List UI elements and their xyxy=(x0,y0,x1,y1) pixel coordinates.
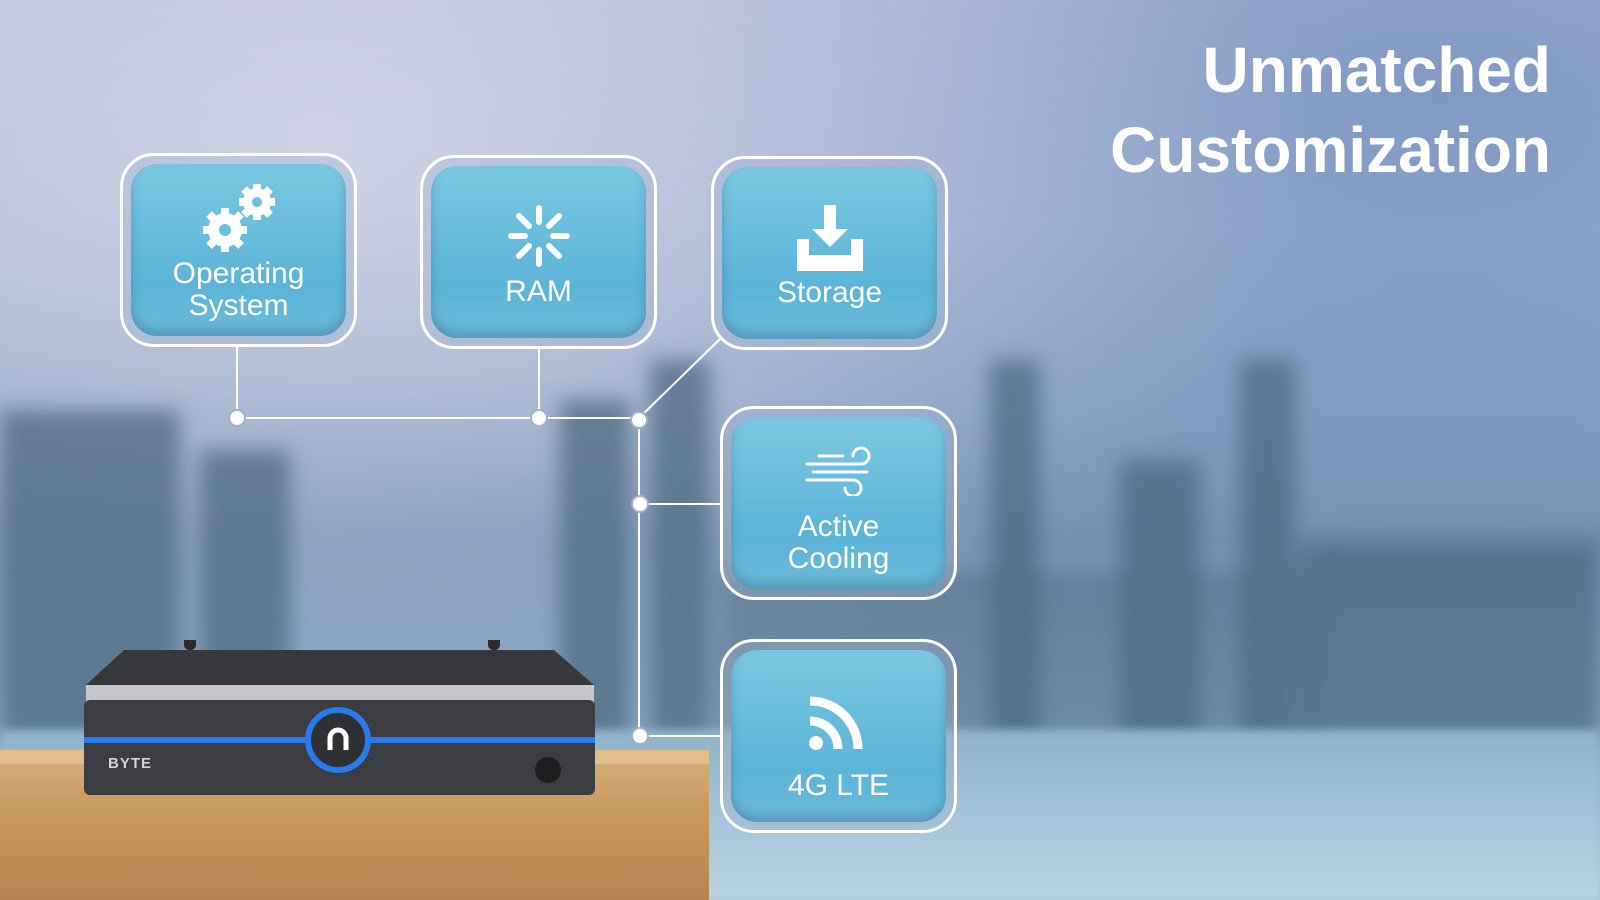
feature-label: Active Cooling xyxy=(787,510,890,575)
router-device: BYTE xyxy=(84,510,595,796)
headline: Unmatched Customization xyxy=(1110,30,1551,190)
feature-card-4g-lte: 4G LTE xyxy=(720,639,957,833)
loading-spinner-icon xyxy=(507,196,571,276)
connector-dot xyxy=(631,727,649,745)
feature-card-ram: RAM xyxy=(420,155,657,349)
headline-line2: Customization xyxy=(1110,114,1551,186)
wind-icon xyxy=(803,431,875,511)
feature-card-active-cooling: Active Cooling xyxy=(720,406,957,600)
feature-label: 4G LTE xyxy=(787,769,890,802)
feature-label: Operating System xyxy=(172,257,305,322)
connector-dot xyxy=(530,409,548,427)
feature-label: Storage xyxy=(776,276,883,309)
feature-label: RAM xyxy=(505,275,572,308)
headline-line1: Unmatched xyxy=(1202,34,1552,106)
feature-card-storage: Storage xyxy=(711,156,948,350)
connector-dot xyxy=(631,495,649,513)
connector-dot xyxy=(630,411,648,429)
rss-signal-icon xyxy=(806,670,872,770)
download-tray-icon xyxy=(795,197,865,277)
connector-dot xyxy=(228,409,246,427)
brand-logo: BYTE xyxy=(108,755,153,772)
feature-card-operating-system: Operating System xyxy=(120,153,357,347)
gears-icon xyxy=(199,178,279,258)
